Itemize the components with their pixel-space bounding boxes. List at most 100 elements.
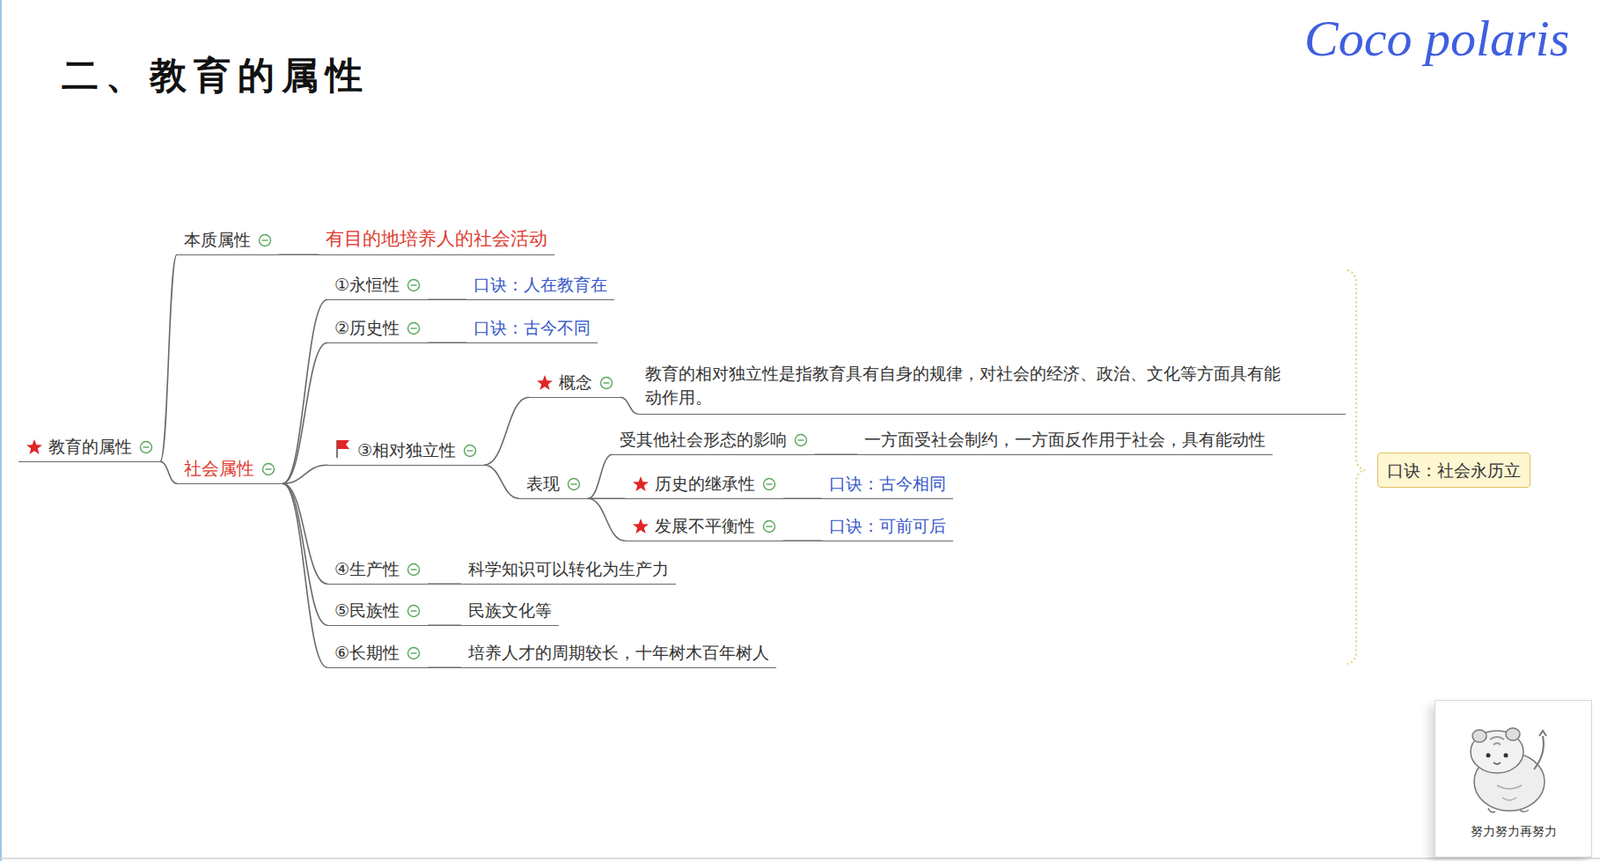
node-text: ⑥长期性 [334, 641, 400, 664]
node-text: 口诀：古今相同 [829, 472, 947, 495]
branch-line [814, 453, 858, 456]
property-topic: ⑥长期性 [327, 639, 428, 668]
mnemonic-note: 口诀：可前可后 [822, 513, 954, 542]
flag-icon [334, 438, 354, 460]
collapse-icon [406, 645, 421, 661]
branch-line [484, 464, 520, 499]
property-topic: ③相对独立性 [327, 437, 485, 466]
branch-line [278, 253, 319, 256]
node-text: ③相对独立性 [357, 439, 456, 462]
branch-line [282, 342, 328, 484]
collapse-icon [599, 375, 614, 390]
node-text: 社会属性 [183, 456, 255, 480]
sticker-caption: 努力努力再努力 [1435, 700, 1592, 840]
branch-line [620, 396, 639, 414]
collapse-icon [762, 477, 777, 492]
node-text: 口诀：古今不同 [473, 316, 591, 339]
node-text: 教育的属性 [48, 435, 133, 458]
explanation-note: 培养人才的周期较长，十年树木百年树人 [461, 639, 777, 668]
branch-line [282, 299, 328, 484]
node-text: 表现 [526, 472, 560, 495]
collapse-icon [406, 321, 421, 336]
page-edge [0, 857, 1600, 859]
branch-line [587, 454, 613, 499]
node-text: 受其他社会形态的影响 [619, 428, 787, 451]
collapse-icon [566, 477, 581, 492]
page-title: 二、教育的属性 [61, 51, 370, 101]
property-topic: ②历史性 [327, 315, 428, 344]
mnemonic-note: 口诀：人在教育在 [466, 271, 615, 301]
branch-topic: 本质属性 [176, 227, 279, 256]
branch-line [484, 396, 529, 465]
branch-line [427, 341, 467, 344]
node-text: 口诀：人在教育在 [473, 273, 608, 296]
sub-topic: 概念 [528, 369, 621, 398]
sub-topic: 发展不平衡性 [624, 513, 784, 542]
node-text: 民族文化等 [468, 599, 552, 622]
collapse-icon [762, 519, 777, 534]
node-text: 科学知识可以转化为生产力 [468, 557, 669, 580]
mnemonic-note: 口诀：古今不同 [466, 315, 598, 344]
definition-note: 有目的地培养人的社会活动 [318, 225, 555, 256]
branch-line [282, 464, 328, 484]
branch-line [783, 497, 823, 500]
branch-line [282, 483, 328, 668]
collapse-icon [462, 443, 478, 458]
node-text: 口诀：社会永历立 [1387, 459, 1521, 482]
explanation-note: 一方面受社会制约，一方面反作用于社会，具有能动性 [857, 426, 1273, 456]
sub-topic: 历史的继承性 [624, 470, 784, 500]
collapse-icon [139, 440, 154, 455]
node-text: 一方面受社会制约，一方面反作用于社会，具有能动性 [864, 428, 1266, 451]
property-topic: ⑤民族性 [327, 597, 428, 626]
node-text: ①永恒性 [334, 273, 400, 296]
node-text: 概念 [558, 371, 593, 394]
branch-line [427, 623, 462, 626]
node-text: ④生产性 [334, 557, 400, 580]
star-icon [24, 437, 45, 457]
property-topic: ①永恒性 [327, 271, 428, 301]
sticker-panel: 努力努力再努力 [1434, 699, 1593, 858]
explanation-note: 科学知识可以转化为生产力 [461, 556, 676, 585]
node-text: 历史的继承性 [654, 472, 756, 495]
star-icon [535, 373, 555, 393]
node-text: ②历史性 [334, 316, 400, 339]
branch-line [783, 539, 823, 542]
mnemonic-note: 口诀：古今相同 [822, 470, 954, 500]
branch-line [587, 497, 625, 500]
group-bracket [1347, 270, 1366, 664]
collapse-icon [406, 603, 421, 618]
logo-text: Coco polaris [1304, 8, 1570, 68]
root-topic: 教育的属性 [18, 433, 161, 463]
star-icon [631, 516, 651, 536]
page-edge [0, 0, 2, 861]
branch-line [160, 254, 177, 462]
collapse-icon [261, 462, 276, 477]
branch-line [427, 298, 467, 301]
star-icon [631, 474, 651, 494]
node-text: ⑤民族性 [334, 599, 400, 622]
node-text: 发展不平衡性 [654, 514, 756, 537]
collapse-icon [793, 433, 808, 448]
collapse-icon [406, 562, 421, 577]
branch-line [427, 666, 462, 668]
branch-line [160, 461, 177, 484]
branch-line [427, 582, 462, 585]
node-text: 培养人才的周期较长，十年树木百年树人 [468, 641, 770, 664]
branch-line [282, 483, 328, 584]
collapse-icon [406, 278, 421, 293]
property-topic: ④生产性 [327, 556, 428, 585]
branch-line [282, 483, 328, 625]
sub-topic: 受其他社会形态的影响 [612, 426, 815, 456]
node-text: 本质属性 [183, 228, 251, 251]
sub-topic: 表现 [519, 470, 588, 500]
node-text: 口诀：可前可后 [829, 514, 947, 537]
node-text: 有目的地培养人的社会活动 [325, 227, 548, 251]
node-text: 教育的相对独立性是指教育具有自身的规律，对社会的经济、政治、文化等方面具有能动作… [645, 361, 1288, 411]
definition-note: 教育的相对独立性是指教育具有自身的规律，对社会的经济、政治、文化等方面具有能动作… [638, 359, 1346, 415]
branch-line [587, 498, 625, 541]
collapse-icon [257, 233, 272, 248]
explanation-note: 民族文化等 [461, 597, 559, 626]
